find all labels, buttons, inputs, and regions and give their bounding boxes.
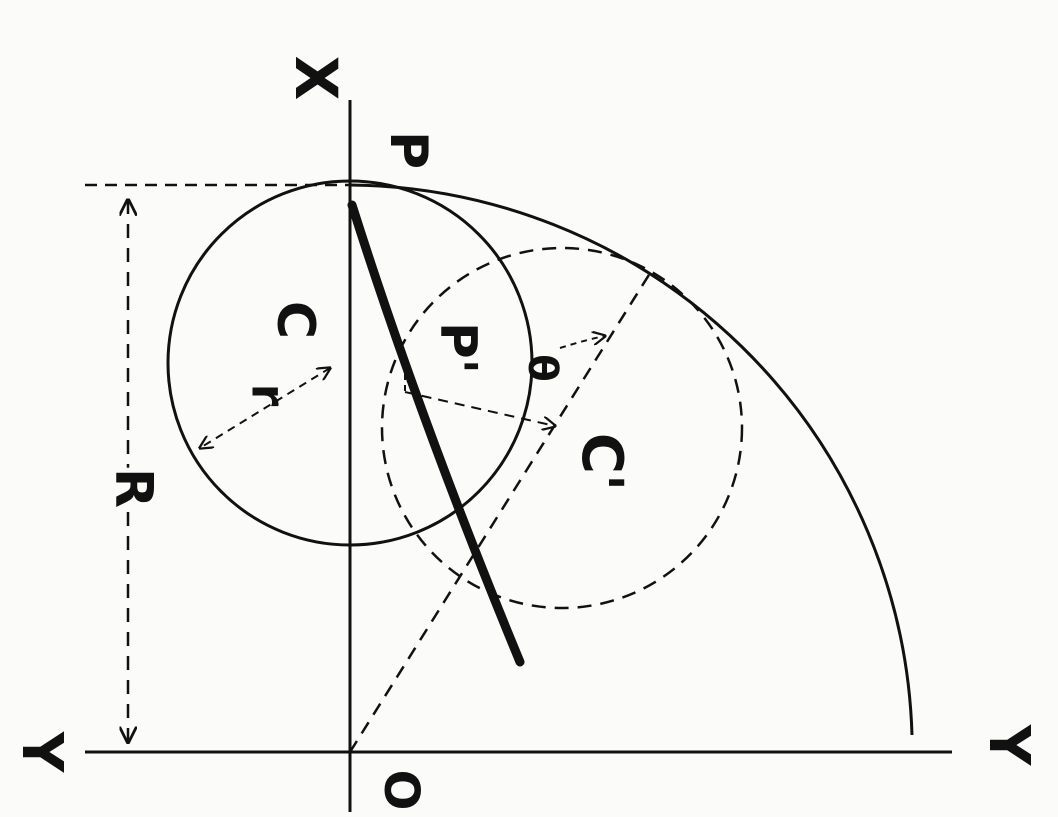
label-y-axis-left: Y xyxy=(9,731,74,774)
dashed-line-o-to-c-prime xyxy=(348,269,654,753)
label-center-c-prime: C' xyxy=(569,433,634,491)
dashed-line-p-prime-to-c-prime xyxy=(404,391,555,426)
large-quarter-arc xyxy=(349,183,914,736)
label-radius-r: r xyxy=(242,384,296,407)
hypocycloid-trace xyxy=(347,200,525,667)
label-x-axis: X xyxy=(282,56,350,101)
radius-r-dimension xyxy=(200,368,330,448)
label-origin: O xyxy=(373,770,429,811)
small-circle-c xyxy=(166,179,534,547)
label-point-p-prime: P' xyxy=(430,322,488,374)
label-radius-R: R xyxy=(103,468,163,508)
theta-angle-arrow xyxy=(559,336,605,349)
label-y-axis-right: Y xyxy=(976,724,1041,767)
label-point-p: P xyxy=(378,131,438,169)
dashed-circle-c-prime xyxy=(380,246,744,610)
label-center-c: C xyxy=(265,301,325,339)
label-theta: θ xyxy=(519,354,565,381)
